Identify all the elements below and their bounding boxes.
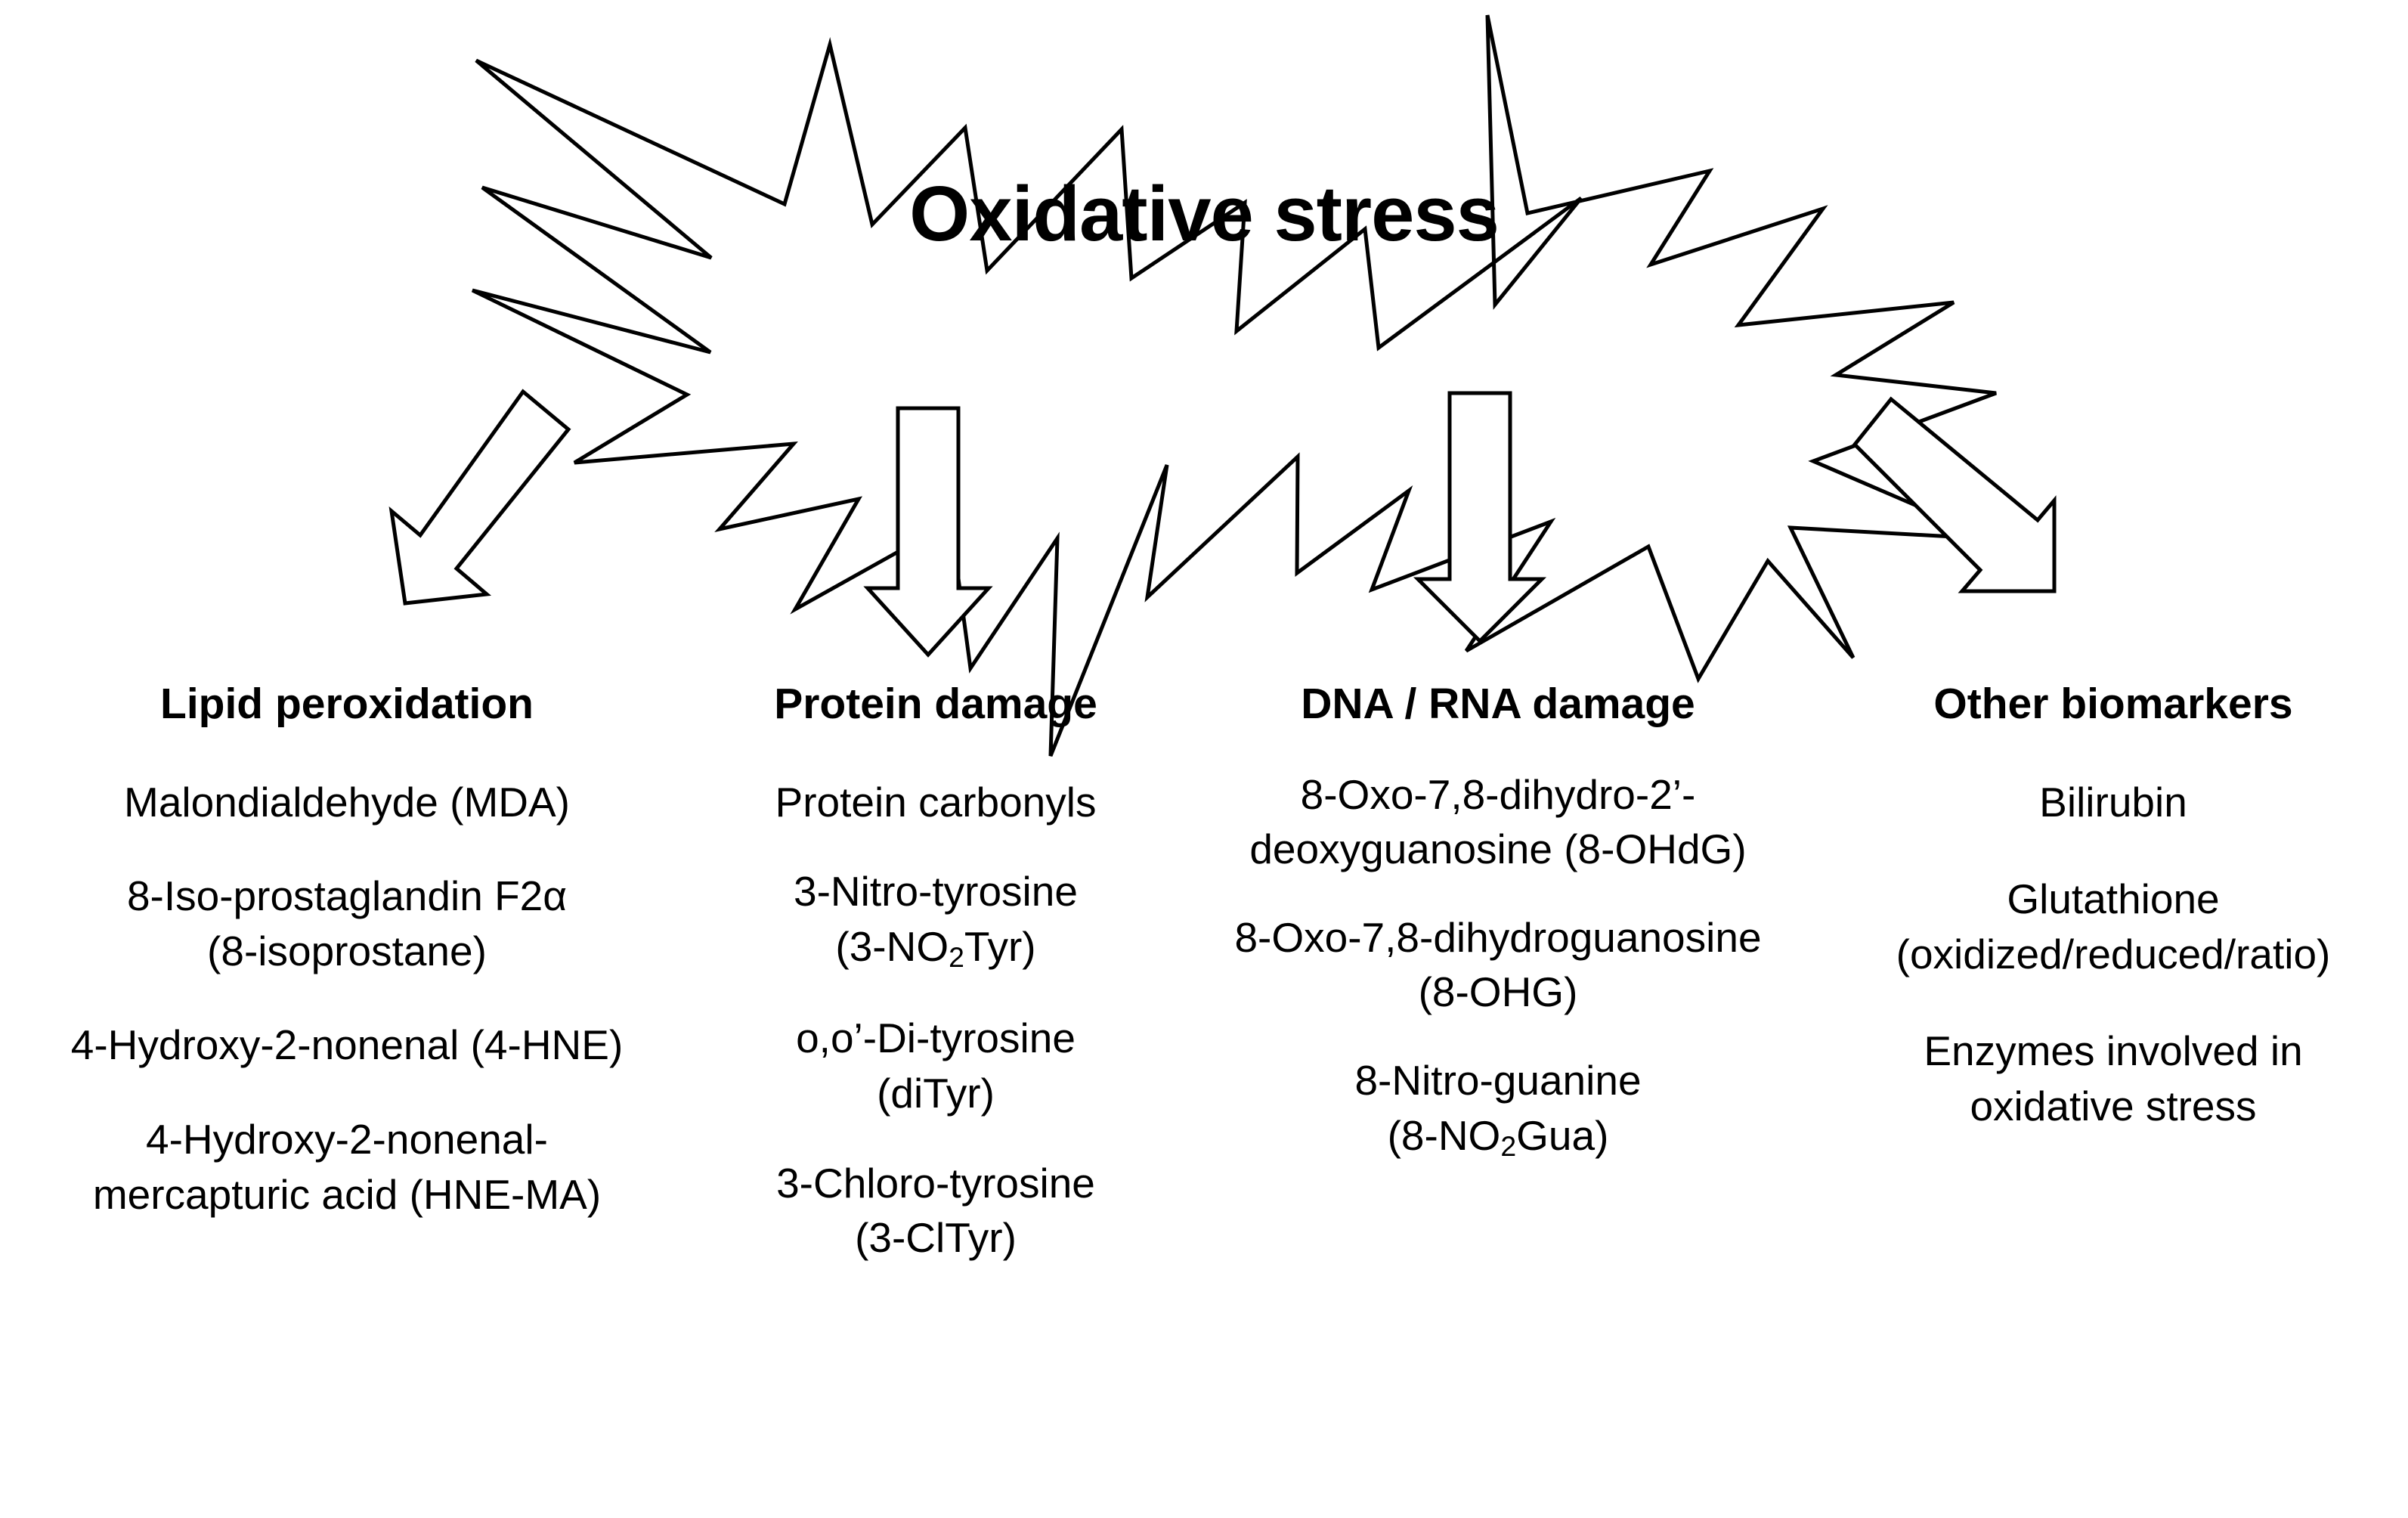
- list-item: Glutathione (oxidized/reduced/ratio): [1896, 875, 2331, 977]
- column-items-other-biomarkers: Bilirubin Glutathione (oxidized/reduced/…: [1825, 775, 2402, 1176]
- list-item: 8-Oxo-7,8-dihydro-2’- deoxyguanosine (8-…: [1249, 770, 1747, 873]
- arrow-to-dna-rna-damage: [1413, 391, 1547, 644]
- list-item: Bilirubin: [2039, 778, 2187, 826]
- column-header-protein-damage: Protein damage: [774, 680, 1097, 728]
- list-item: 3-Chloro-tyrosine (3-ClTyr): [776, 1159, 1095, 1262]
- column-lipid-peroxidation: Lipid peroxidation Malondialdehyde (MDA)…: [0, 680, 694, 1261]
- burst-title: Oxidative stress: [909, 170, 1500, 257]
- biomarker-columns: Lipid peroxidation Malondialdehyde (MDA)…: [0, 680, 2408, 1300]
- column-other-biomarkers: Other biomarkers Bilirubin Glutathione (…: [1818, 680, 2408, 1176]
- column-items-lipid-peroxidation: Malondialdehyde (MDA) 8-Iso-prostaglandi…: [14, 775, 680, 1262]
- list-item: Malondialdehyde (MDA): [124, 778, 570, 826]
- column-items-protein-damage: Protein carbonyls 3-Nitro-tyrosine(3-NO2…: [701, 775, 1170, 1300]
- column-header-dna-rna-damage: DNA / RNA damage: [1301, 680, 1695, 728]
- column-header-lipid-peroxidation: Lipid peroxidation: [160, 680, 534, 728]
- list-item: 3-Nitro-tyrosine(3-NO2Tyr): [794, 868, 1078, 974]
- column-header-other-biomarkers: Other biomarkers: [1933, 680, 2293, 728]
- list-item: 8-Iso-prostaglandin F2α (8-isoprostane): [126, 872, 568, 974]
- arrow-to-protein-damage: [863, 406, 993, 658]
- list-item: Protein carbonyls: [775, 778, 1097, 826]
- list-item: 8-Nitro-guanine(8-NO2Gua): [1354, 1057, 1642, 1162]
- column-dna-rna-damage: DNA / RNA damage 8-Oxo-7,8-dihydro-2’- d…: [1178, 680, 1818, 1198]
- list-item: 8-Oxo-7,8-dihydroguanosine (8-OHG): [1234, 913, 1762, 1016]
- column-items-dna-rna-damage: 8-Oxo-7,8-dihydro-2’- deoxyguanosine (8-…: [1190, 767, 1806, 1199]
- arrow-to-other-biomarkers: [1852, 396, 2057, 593]
- starburst-shape: [471, 14, 1997, 757]
- list-item: 4-Hydroxy-2-nonenal (4-HNE): [70, 1021, 624, 1069]
- list-item: o,o’-Di-tyrosine (diTyr): [796, 1015, 1076, 1117]
- list-item: Enzymes involved in oxidative stress: [1924, 1027, 2303, 1130]
- list-item: 4-Hydroxy-2-nonenal- mercapturic acid (H…: [92, 1116, 602, 1218]
- column-protein-damage: Protein damage Protein carbonyls 3-Nitro…: [694, 680, 1178, 1300]
- arrow-to-lipid-peroxidation: [388, 389, 571, 606]
